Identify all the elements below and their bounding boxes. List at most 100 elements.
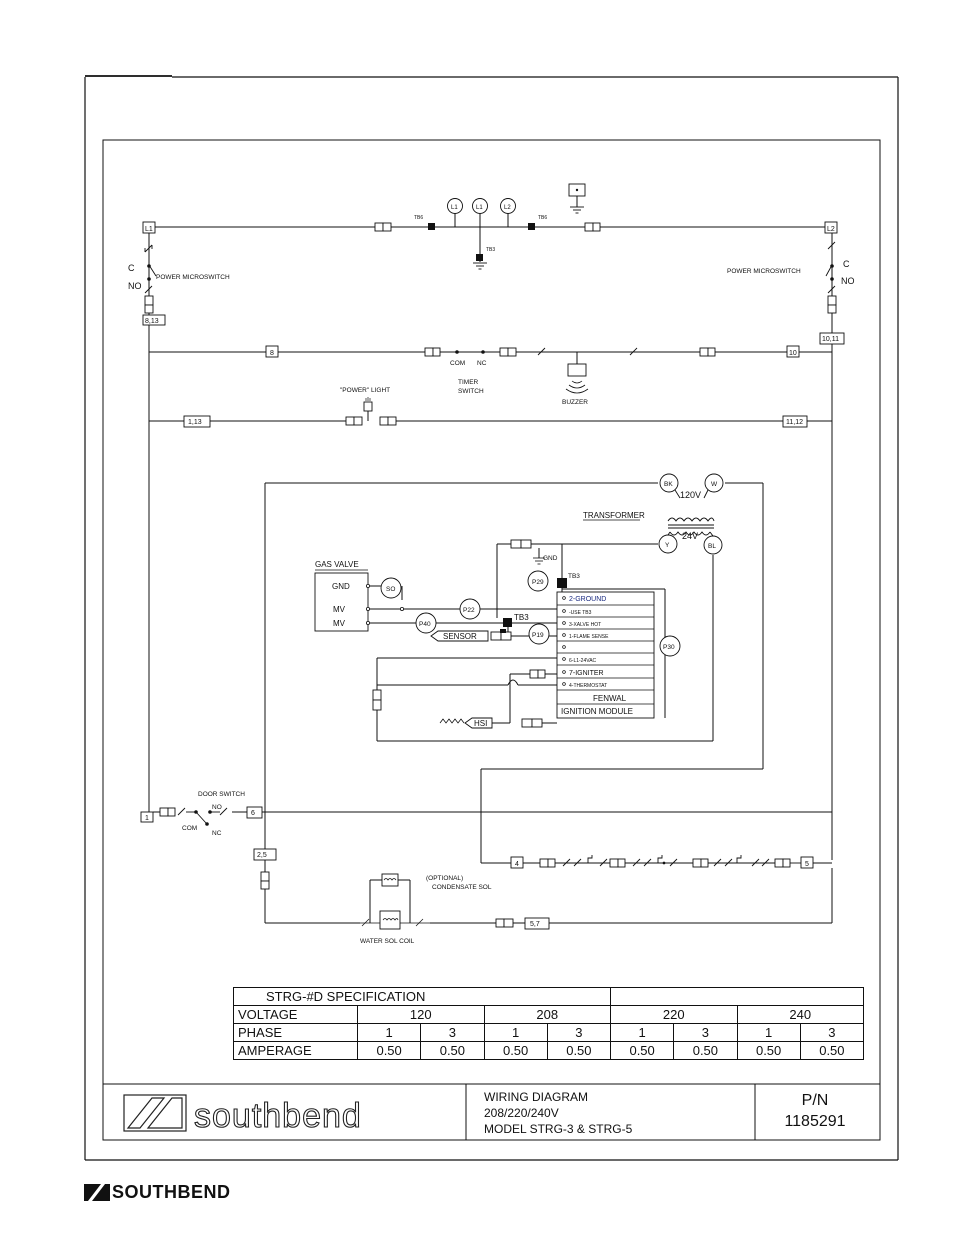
transformer-w: W [711,481,718,488]
module-pin-1: 1-FLAME SENSE [569,634,609,640]
terminal-11-12: 11,12 [786,419,803,426]
terminal-10-11: 10,11 [822,336,839,343]
terminal-1-13: 1,13 [188,419,202,426]
phase-cell: 3 [799,1023,865,1042]
gas-valve: GAS VALVE GND MV MV [314,560,404,632]
terminal-5: 5 [805,861,809,868]
amperage-cell: 0.50 [546,1041,612,1060]
left-switch-c: C [128,263,135,273]
spec-title-blank [610,987,864,1006]
tb3-upper-label: TB3 [568,573,580,580]
terminal-5-7: 5,7 [530,921,540,928]
module-name: IGNITION MODULE [561,707,633,716]
pn-value: 1185291 [784,1113,846,1130]
hsi-igniter: HSI [439,717,493,729]
door-switch-label: DOOR SWITCH [198,791,245,798]
row-label-voltage: VOLTAGE [233,1005,358,1024]
sensor-label: SENSOR [443,632,477,641]
bubble-l1-a: L1 [451,205,458,211]
phase-cell: 3 [420,1023,485,1042]
wire-bubbles [380,570,681,657]
power-light-label: "POWER" LIGHT [340,387,390,394]
transformer-120v: 120V [680,490,701,500]
bubble-l2: L2 [504,205,511,211]
timer-nc: NC [477,360,487,367]
gas-valve-mv2: MV [333,619,346,628]
footer-brand: SOUTHBEND [84,1182,231,1203]
hsi-label: HSI [474,719,487,728]
transformer: TRANSFORMER 120V 24V BK W Y BL [583,473,724,555]
power-light: "POWER" LIGHT [340,387,390,412]
timer-label-1: TIMER [458,379,479,386]
row-label-phase: PHASE [233,1023,358,1042]
terminal-boxes [140,221,845,930]
right-switch-c: C [843,259,850,269]
bubble-p30: P30 [663,644,675,651]
logo-wordmark: southbend [194,1097,362,1135]
transformer-label: TRANSFORMER [583,511,645,520]
water-sol-label: WATER SOL COIL [360,938,415,945]
phase-cell: 1 [736,1023,801,1042]
southbend-logo: southbend [122,1092,422,1141]
module-pin-7: 7-IGNITER [569,670,604,677]
transformer-bl: BL [708,543,716,550]
voltage-240: 240 [736,1005,864,1024]
terminal-8-13: 8,13 [145,318,159,325]
amperage-cell: 0.50 [673,1041,738,1060]
bubble-p40: P40 [419,621,431,628]
amperage-cell: 0.50 [609,1041,675,1060]
bubble-p29: P29 [532,579,544,586]
gas-valve-gnd: GND [332,582,350,591]
phase-cell: 3 [546,1023,612,1042]
terminal-1: 1 [145,815,149,822]
left-switch-label: POWER MICROSWITCH [156,274,230,281]
spec-title: STRG-#D SPECIFICATION [233,987,611,1006]
condensate-line-1: (OPTIONAL) [426,875,463,882]
terminal-l2: L2 [827,226,835,233]
module-brand: FENWAL [593,694,627,703]
module-pin-3: 3-XALVE HOT [569,622,601,628]
title-lines: WIRING DIAGRAM 208/220/240V MODEL STRG-3… [484,1089,632,1137]
terminal-6: 6 [251,810,255,817]
page-frame [84,75,899,1161]
amperage-cell: 0.50 [799,1041,865,1060]
terminal-4: 4 [515,861,519,868]
southbend-mark-icon [84,1184,110,1201]
timer-label-2: SWITCH [458,388,484,395]
gas-valve-label: GAS VALVE [315,560,359,569]
title-line-1: WIRING DIAGRAM [484,1090,588,1104]
gnd-label: GND [543,555,558,562]
phase-cell: 1 [356,1023,422,1042]
connectors [144,222,837,928]
voltage-220: 220 [610,1005,738,1024]
series-switches [523,855,832,867]
door-switch-com: COM [182,825,197,832]
timer-switch: COM NC TIMER SWITCH [450,350,487,395]
terminal-2-5: 2,5 [257,852,267,859]
door-switch-no: NO [212,804,222,811]
title-line-3: MODEL STRG-3 & STRG-5 [484,1122,633,1136]
phase-cell: 1 [483,1023,548,1042]
transformer-bk: BK [664,481,673,488]
phase-cell: 1 [609,1023,675,1042]
terminal-10: 10 [789,350,797,357]
transformer-24v: 24V [682,531,698,541]
terminal-8: 8 [270,350,274,357]
tb6-right-label: TB6 [538,215,547,221]
gas-valve-mv1: MV [333,605,346,614]
top-bus: TB6 TB6 TB3 L1 L1 L2 [414,183,586,270]
tb3-lower-label: TB3 [514,613,529,622]
amperage-cell: 0.50 [420,1041,485,1060]
module-pin-4: 4-THERMOSTAT [569,683,607,689]
module-pin-2: 2-GROUND [569,596,606,603]
bubble-l1-b: L1 [476,205,483,211]
right-switch-no: NO [841,276,855,286]
footer-brand-text: SOUTHBEND [112,1182,231,1202]
terminal-l1: L1 [145,226,153,233]
bubble-p19: P19 [532,632,544,639]
contact-symbols [537,347,638,356]
right-switch-label: POWER MICROSWITCH [727,268,801,275]
timer-com: COM [450,360,465,367]
bubble-so: SO [386,586,395,593]
